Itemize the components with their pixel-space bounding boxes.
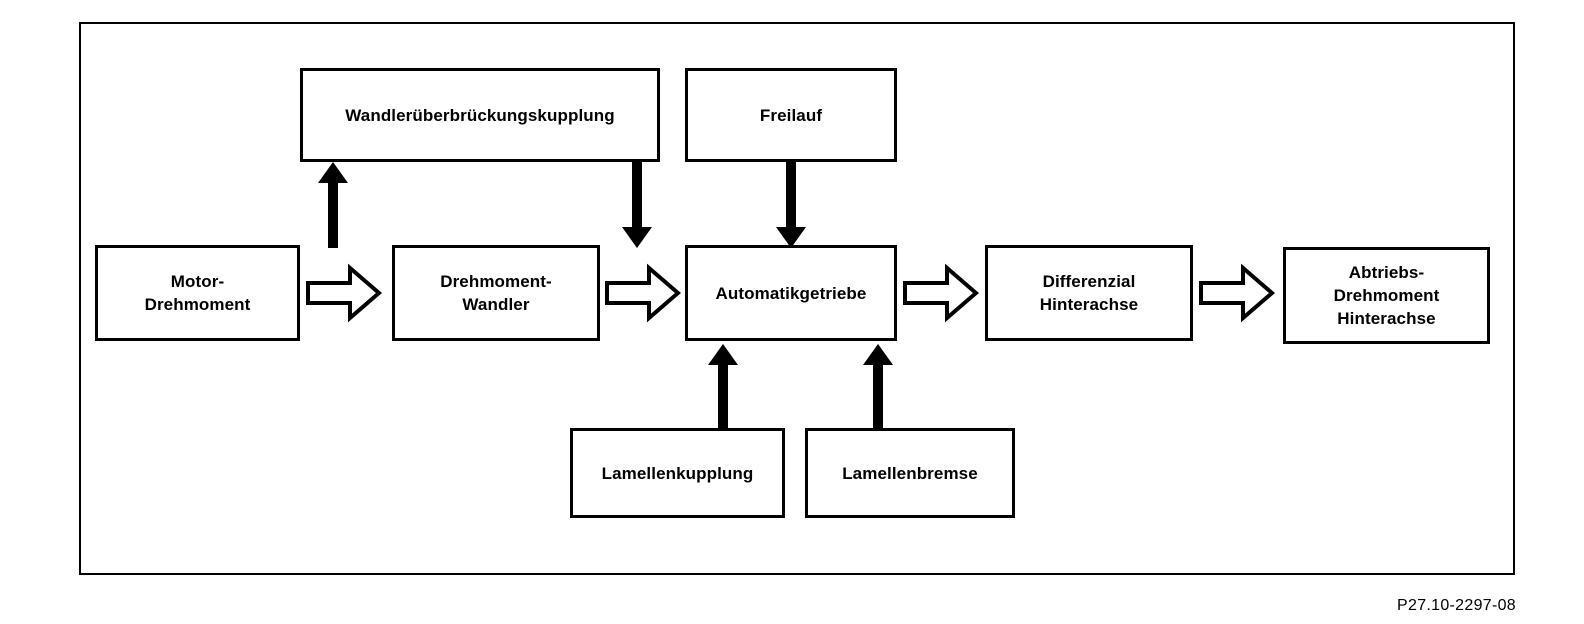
node-differenzial-hinterachse: Differenzial Hinterachse [985, 245, 1193, 341]
figure-number-caption: P27.10-2297-08 [1397, 597, 1516, 614]
node-drehmoment-wandler: Drehmoment- Wandler [392, 245, 600, 341]
node-label: Freilauf [759, 105, 823, 125]
node-label: Lamellenkupplung [601, 463, 754, 483]
node-label: Automatikgetriebe [715, 283, 867, 303]
hollow-flow-arrow-right-2-icon [605, 263, 681, 323]
hollow-flow-arrow-right-3-icon [903, 263, 979, 323]
node-wandlerueberbrueckungskupplung: Wandlerüberbrückungskupplung [300, 68, 660, 162]
node-label: Drehmoment- Wandler [440, 272, 552, 314]
node-motor-drehmoment: Motor- Drehmoment [95, 245, 300, 341]
node-lamellenbremse: Lamellenbremse [805, 428, 1015, 518]
node-automatikgetriebe: Automatikgetriebe [685, 245, 897, 341]
solid-arrow-down-from-wandlerueberbrueckungskupplung-icon [622, 162, 652, 248]
solid-arrow-up-to-wandlerueberbrueckungskupplung-icon [318, 162, 348, 248]
node-label: Motor- Drehmoment [144, 272, 251, 314]
hollow-flow-arrow-right-1-icon [306, 263, 382, 323]
node-freilauf: Freilauf [685, 68, 897, 162]
solid-arrow-up-from-lamellenbremse-icon [863, 344, 893, 430]
node-label: Abtriebs- Drehmoment Hinterachse [1333, 263, 1440, 328]
node-label: Lamellenbremse [842, 463, 978, 483]
solid-arrow-down-from-freilauf-icon [776, 162, 806, 248]
node-lamellenkupplung: Lamellenkupplung [570, 428, 785, 518]
node-label: Wandlerüberbrückungskupplung [345, 105, 615, 125]
solid-arrow-up-from-lamellenkupplung-icon [708, 344, 738, 430]
node-label: Differenzial Hinterachse [1039, 272, 1139, 314]
node-abtriebs-drehmoment-hinterachse: Abtriebs- Drehmoment Hinterachse [1283, 247, 1490, 344]
hollow-flow-arrow-right-4-icon [1199, 263, 1275, 323]
